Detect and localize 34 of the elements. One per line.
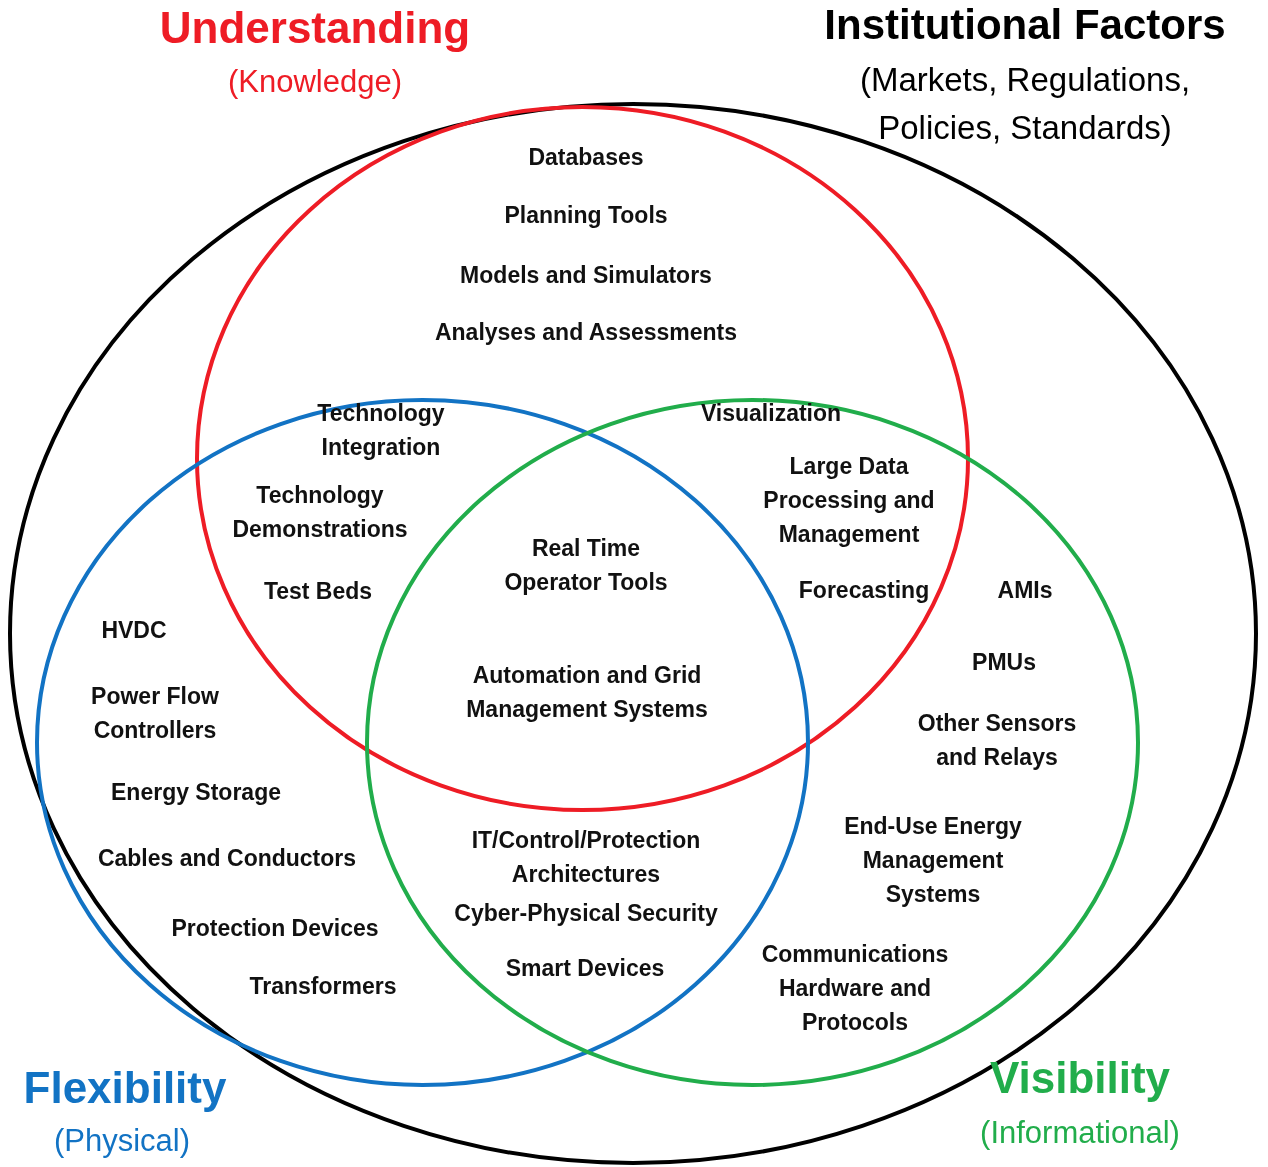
item-label: Databases [528, 143, 644, 172]
item-label: End-Use Energy Management Systems [843, 812, 1023, 909]
item-label: Planning Tools [504, 201, 668, 230]
item-label: Cables and Conductors [97, 844, 357, 873]
circle-heading: Institutional Factors [824, 0, 1226, 50]
item-label: Models and Simulators [460, 261, 712, 290]
item-label: Automation and Grid Management Systems [465, 661, 709, 724]
item-label: Technology Demonstrations [231, 481, 409, 544]
item-label: Protection Devices [171, 914, 379, 943]
item-label: Forecasting [798, 576, 930, 605]
item-label: Smart Devices [505, 954, 665, 983]
item-label: Real Time Operator Tools [503, 534, 669, 597]
circle-subtitle: (Knowledge) [228, 62, 402, 101]
circle-heading: Visibility [989, 1052, 1171, 1105]
item-label: PMUs [972, 648, 1036, 677]
item-label: HVDC [101, 616, 167, 645]
item-label: Power Flow Controllers [90, 682, 220, 745]
item-label: Large Data Processing and Management [762, 452, 936, 549]
item-label: IT/Control/Protection Architectures [470, 826, 702, 889]
item-label: Communications Hardware and Protocols [760, 940, 950, 1037]
item-label: AMIs [997, 576, 1053, 605]
circle-subtitle: (Markets, Regulations, Policies, Standards) [858, 60, 1192, 148]
circle-heading: Understanding [159, 2, 471, 55]
circle-heading: Flexibility [23, 1062, 227, 1115]
item-label: Test Beds [263, 577, 373, 606]
item-label: Other Sensors and Relays [916, 709, 1078, 772]
item-label: Analyses and Assessments [434, 318, 738, 347]
circle-subtitle: (Informational) [980, 1113, 1180, 1152]
item-label: Cyber-Physical Security [454, 899, 718, 928]
circle-subtitle: (Physical) [53, 1121, 191, 1160]
item-label: Energy Storage [111, 778, 281, 807]
item-label: Visualization [700, 399, 842, 428]
item-label: Transformers [249, 972, 397, 1001]
item-label: Technology Integration [316, 399, 446, 462]
